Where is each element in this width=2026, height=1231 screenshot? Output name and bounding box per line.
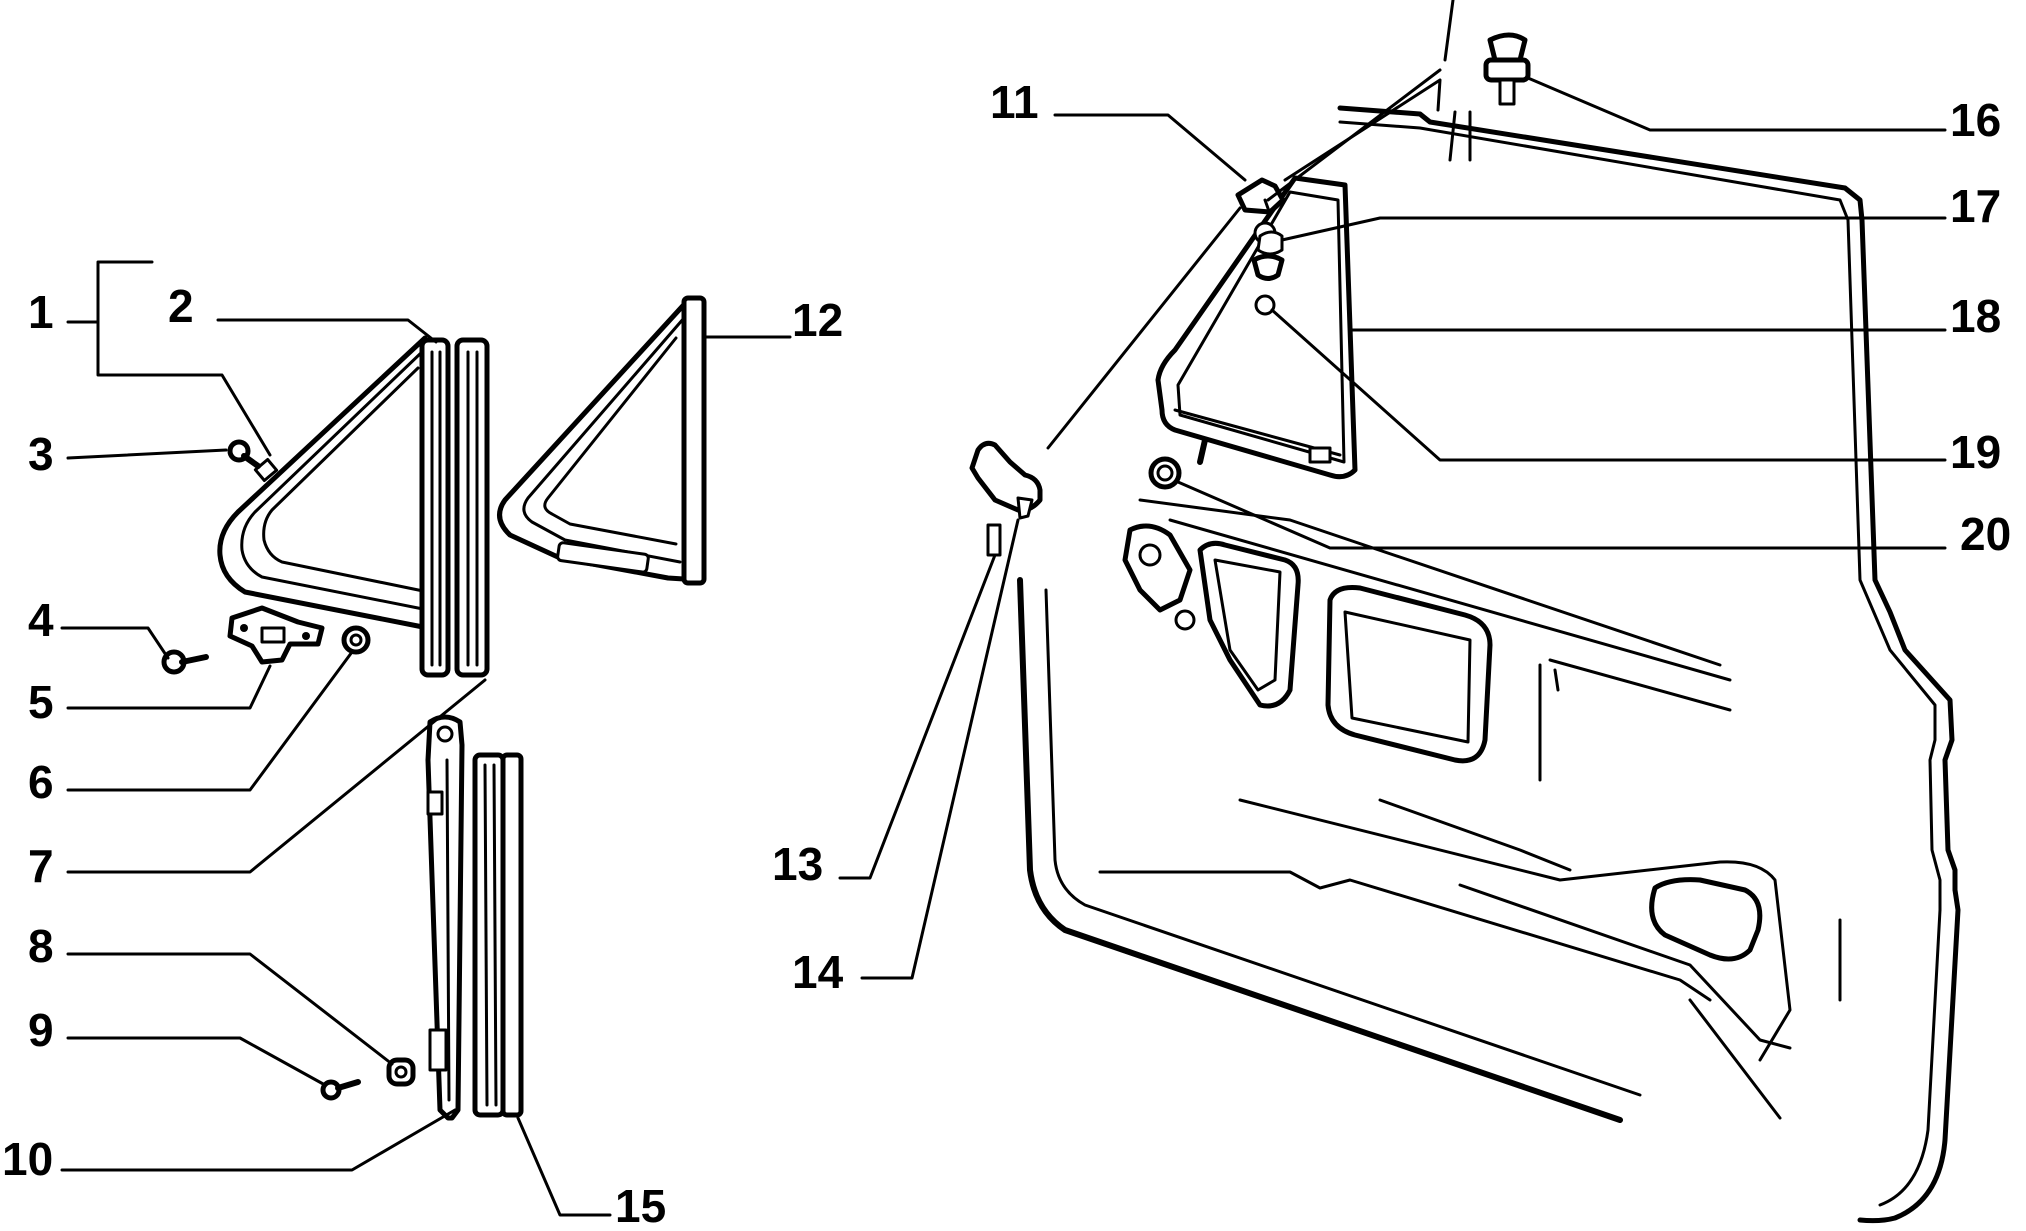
label-12: 12 [792, 294, 843, 346]
leader-lines [60, 68, 1947, 1217]
label-4: 4 [28, 594, 54, 646]
leader-line-1 [96, 260, 272, 457]
leader-line-17 [1280, 216, 1947, 242]
screw-part-3 [227, 439, 261, 469]
leader-line-11 [1053, 113, 1247, 182]
leader-line-8 [66, 952, 394, 1066]
leader-line-7 [66, 678, 487, 874]
screw-part-4 [161, 649, 209, 675]
label-10: 10 [2, 1133, 53, 1185]
label-11: 11 [990, 76, 1039, 128]
hinge-plate-part [227, 605, 325, 665]
vent-window-frame-part [217, 335, 431, 631]
leader-line-10 [60, 1108, 457, 1172]
nut-part-19 [1254, 294, 1276, 316]
pivot-washer-part-17 [1251, 230, 1285, 281]
grommet-part-20 [1148, 456, 1182, 490]
leader-line-19 [1270, 308, 1947, 462]
screw-part-9 [320, 1079, 361, 1101]
label-6: 6 [28, 756, 54, 808]
leader-line-3 [66, 448, 228, 460]
nut-part-8 [386, 1057, 416, 1087]
vent-frame-channel-part [419, 337, 490, 678]
label-17: 17 [1950, 180, 2001, 232]
label-7: 7 [28, 840, 54, 892]
part-labels: 1 2 3 4 5 6 7 8 9 10 11 12 13 14 15 16 1… [2, 76, 2011, 1231]
leader-line-11d [1266, 68, 1442, 202]
leader-line-5 [66, 664, 272, 710]
leader-line-15 [516, 1116, 612, 1217]
label-15: 15 [615, 1180, 666, 1231]
vent-glass-part-18 [1155, 175, 1358, 480]
leader-line-13 [838, 553, 997, 880]
label-9: 9 [28, 1004, 54, 1056]
label-3: 3 [28, 428, 54, 480]
label-5: 5 [28, 676, 54, 728]
label-20: 20 [1960, 508, 2011, 560]
label-13: 13 [772, 838, 823, 890]
leader-line-11b [1046, 206, 1242, 450]
lower-guide-channel-part [425, 714, 524, 1121]
label-14: 14 [792, 946, 844, 998]
label-19: 19 [1950, 426, 2001, 478]
leader-line-14 [860, 518, 1020, 980]
vent-latch-handle-part [969, 440, 1043, 557]
label-16: 16 [1950, 94, 2001, 146]
retaining-pin-part-16 [1443, 0, 1531, 106]
label-8: 8 [28, 920, 54, 972]
vent-glass-seal-part [497, 295, 707, 586]
leader-line-20 [1176, 480, 1947, 550]
door-panel-part [1017, 105, 1961, 1224]
label-2: 2 [168, 280, 194, 332]
label-1: 1 [28, 286, 54, 338]
pivot-bracket-part-11 [1235, 177, 1286, 216]
leader-line-16 [1526, 76, 1947, 132]
leader-line-4 [60, 626, 170, 660]
leader-line-6 [66, 650, 354, 792]
leader-line-2 [216, 318, 438, 344]
nut-part-6 [341, 625, 371, 655]
label-18: 18 [1950, 290, 2001, 342]
leader-line-9 [66, 1036, 327, 1087]
